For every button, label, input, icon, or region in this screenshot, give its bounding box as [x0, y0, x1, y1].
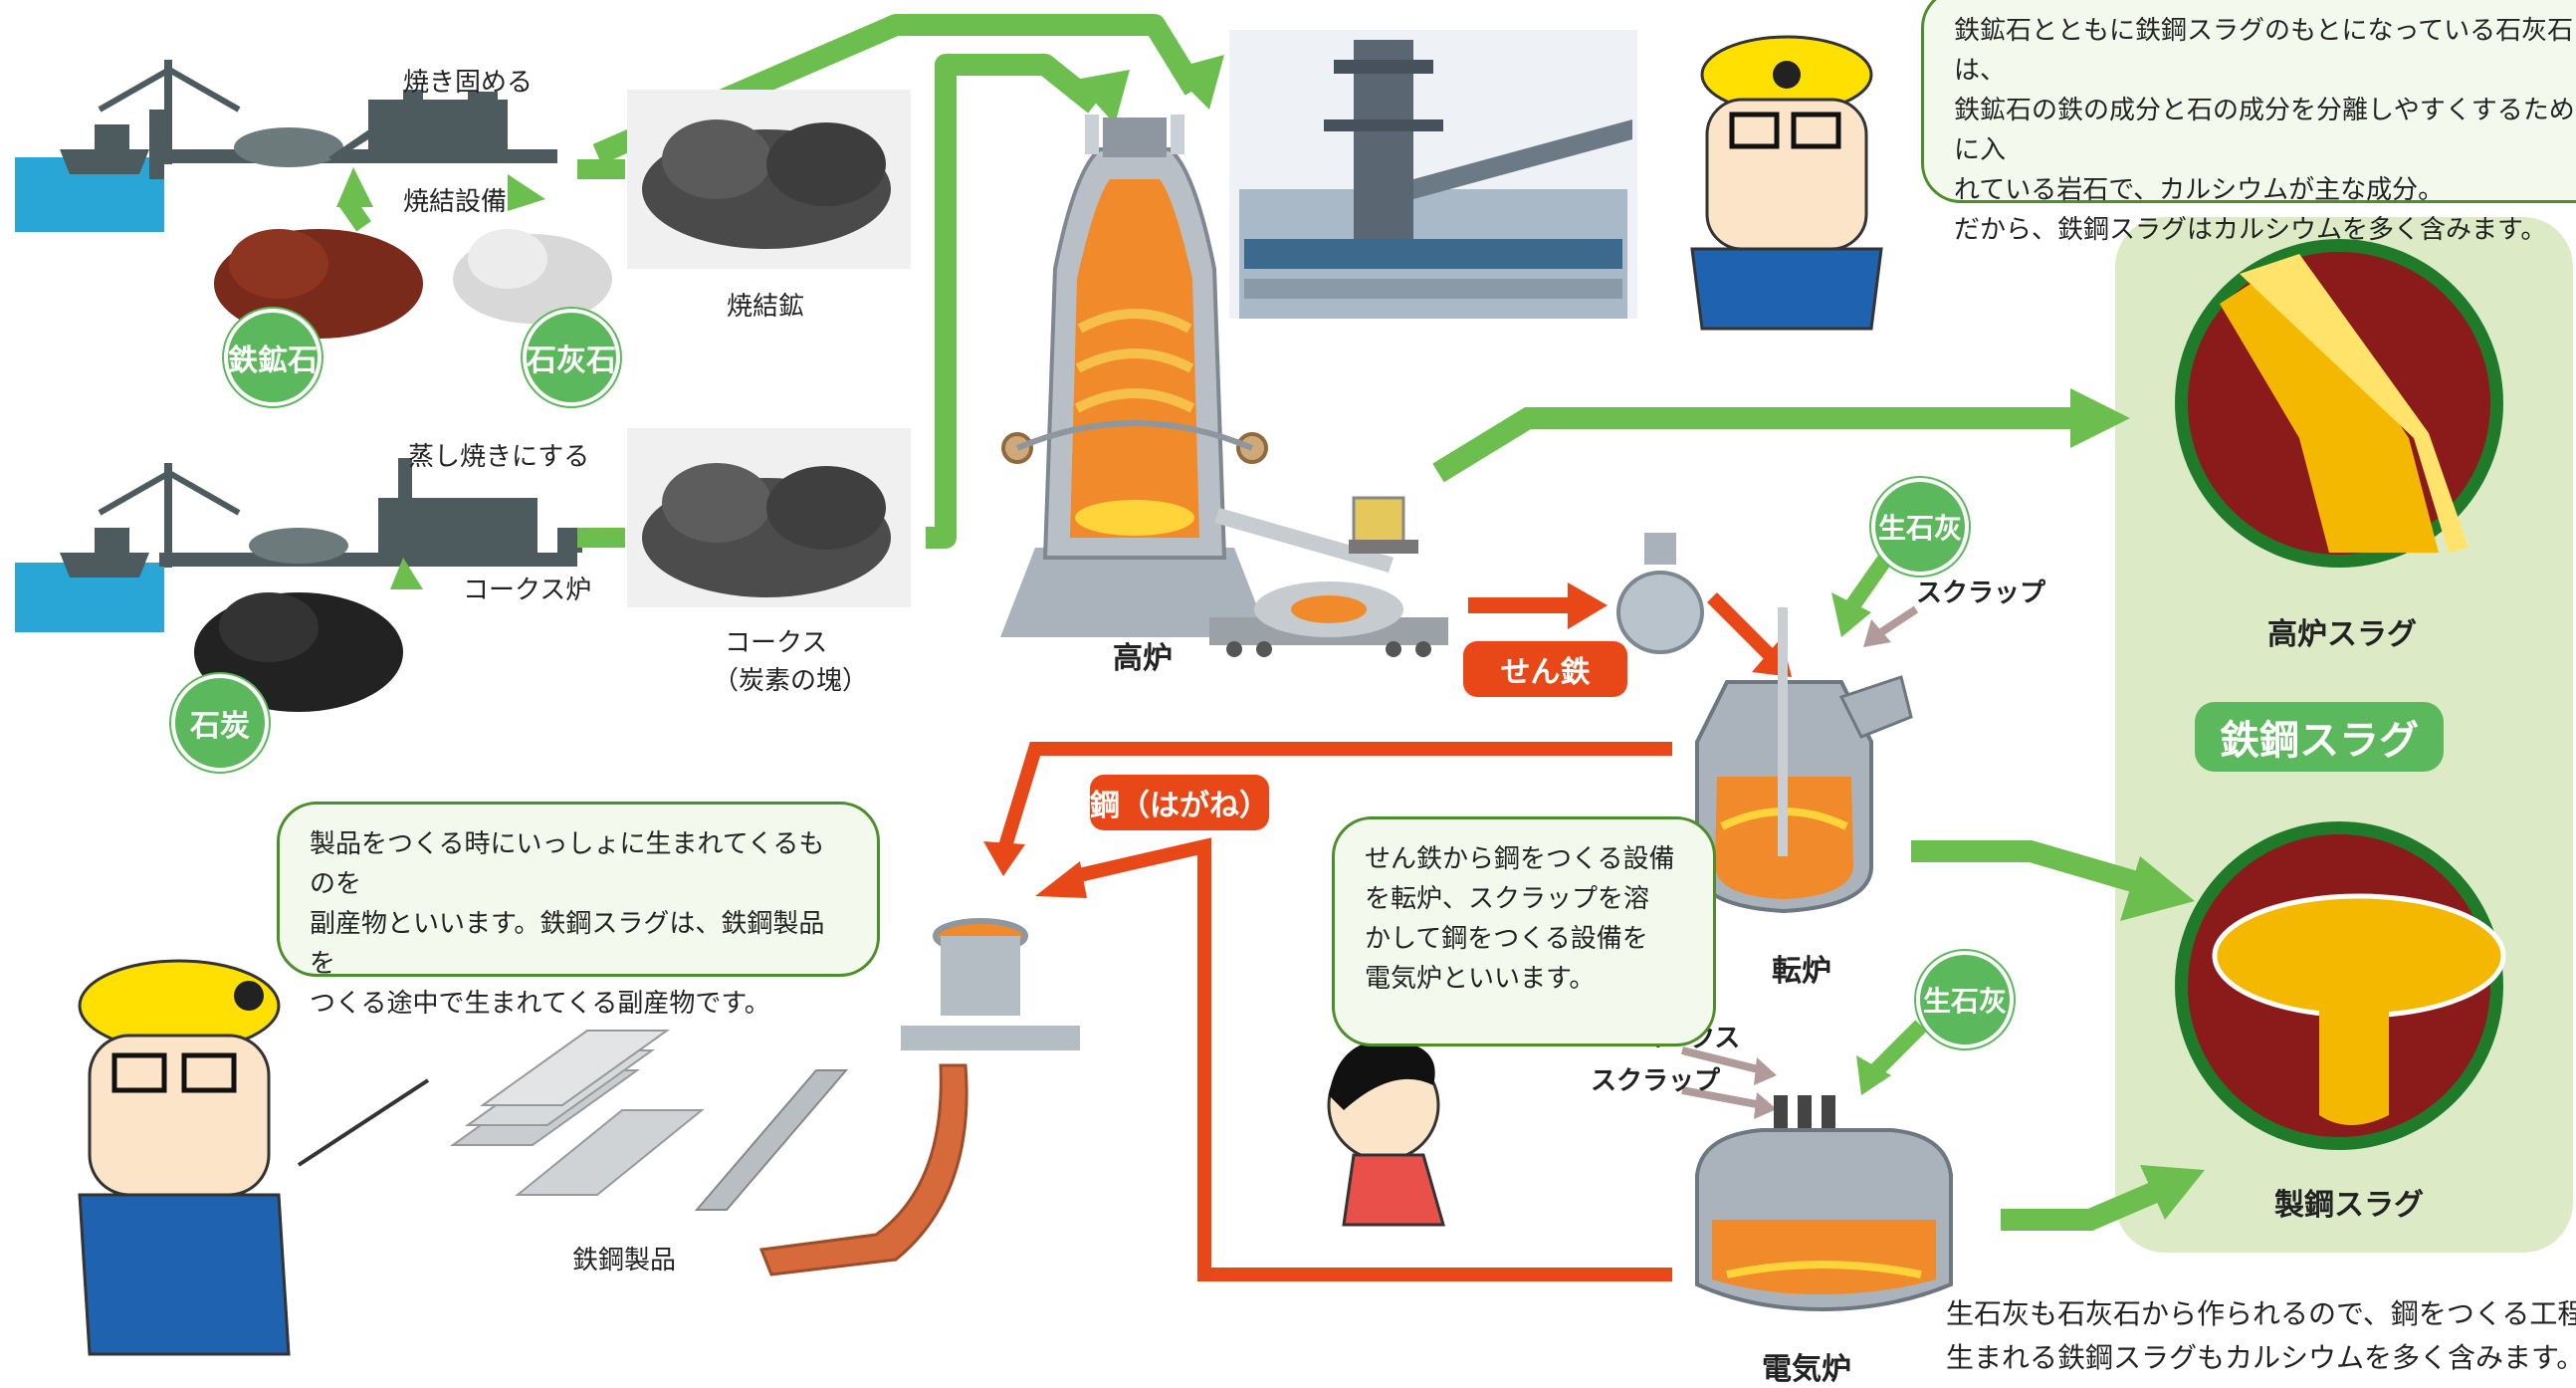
quicklime-badge-2: 生石灰 — [1916, 951, 2014, 1048]
top-bubble-line: れている岩石で、カルシウムが主な成分。 — [1954, 175, 2445, 205]
steel-making-slag-label: 製鋼スラグ — [2274, 1188, 2424, 1223]
electric-furnace-drawing — [1695, 1095, 1953, 1312]
sinter-facility-label: 焼結設備 — [403, 187, 508, 217]
mid-speech-bubble: せん鉄から鋼をつくる設備 を転炉、スクラップを溶 かして鋼をつくる設備を 電気炉… — [1332, 816, 1716, 1046]
top-bubble-line: 鉄鉱石とともに鉄鋼スラグのもとになっている石灰石は、 — [1954, 16, 2574, 86]
left-bubble-line: つくる途中で生まれてくる副産物です。 — [310, 989, 770, 1019]
mid-bubble-line: せん鉄から鋼をつくる設備 — [1365, 844, 1675, 874]
iron-ore-badge: 鉄鉱石 — [224, 309, 322, 406]
scrap-label-2: スクラップ — [1591, 1066, 1721, 1096]
continuous-caster-drawing — [758, 918, 1080, 1276]
converter-drawing — [1616, 533, 1913, 914]
pig-iron-tag: せん鉄 — [1463, 641, 1627, 697]
sintering-plant — [15, 60, 557, 232]
coke-plant — [15, 458, 582, 632]
limestone-photo — [453, 229, 612, 324]
steel-slag-title: 鉄鋼スラグ — [2195, 702, 2444, 772]
steel-products-drawing — [449, 1030, 849, 1211]
steel-products-label: 鉄鋼製品 — [572, 1246, 677, 1275]
coke-oven-label: コークス炉 — [463, 576, 592, 605]
left-bubble-line: 製品をつくる時にいっしょに生まれてくるものを — [310, 829, 825, 899]
coke-product-note: （炭素の塊） — [713, 666, 869, 696]
steelworks-photo — [1229, 30, 1637, 319]
bottom-note: 生石灰も石灰石から作られるので、鋼をつくる工程で 生まれる鉄鋼スラグもカルシウム… — [1946, 1292, 2576, 1380]
blast-slag-label: 高炉スラグ — [2267, 617, 2417, 652]
bottom-note-line: 生まれる鉄鋼スラグもカルシウムを多く含みます。 — [1946, 1341, 2576, 1374]
mid-bubble-line: 電気炉といいます。 — [1365, 964, 1596, 994]
coke-product-label: コークス — [725, 628, 828, 658]
left-bubble-line: 副産物といいます。鉄鋼スラグは、鉄鋼製品を — [310, 909, 825, 979]
mid-bubble-line: かして鋼をつくる設備を — [1365, 924, 1648, 954]
coke-process-label: 蒸し焼きにする — [408, 442, 590, 472]
blast-furnace-label: 高炉 — [1113, 641, 1173, 676]
electric-furnace-label: 電気炉 — [1762, 1352, 1851, 1387]
top-speech-bubble: 鉄鉱石とともに鉄鋼スラグのもとになっている石灰石は、 鉄鉱石の鉄の成分と石の成分… — [1921, 0, 2576, 245]
worker-bottom-left — [78, 959, 430, 1356]
top-bubble-line: 鉄鉱石の鉄の成分と石の成分を分離しやすくするために入 — [1954, 96, 2575, 165]
top-bubble-line: だから、鉄鋼スラグはカルシウムを多く含みます。 — [1954, 215, 2547, 245]
left-speech-bubble: 製品をつくる時にいっしょに生まれてくるものを 副産物といいます。鉄鋼スラグは、鉄… — [277, 802, 880, 1019]
blast-furnace-drawing — [1000, 115, 1448, 657]
coke-photo — [627, 428, 911, 607]
worker-top-right — [1690, 35, 1883, 331]
bottom-note-line: 生石灰も石灰石から作られるので、鋼をつくる工程で — [1946, 1297, 2576, 1330]
girl-character — [1327, 1040, 1445, 1227]
converter-label: 転炉 — [1772, 954, 1831, 989]
steel-tag: 鋼（はがね） — [1090, 775, 1269, 830]
coal-badge: 石炭 — [171, 674, 269, 772]
sinter-photo — [627, 90, 911, 269]
steel-slag-image — [2175, 821, 2506, 1150]
mid-bubble-line: を転炉、スクラップを溶 — [1365, 884, 1650, 914]
sinter-product-label: 焼結鉱 — [727, 292, 805, 322]
blast-slag-image — [2175, 239, 2503, 568]
sinter-process-label: 焼き固める — [403, 68, 534, 98]
quicklime-badge-1: 生石灰 — [1871, 478, 1969, 576]
limestone-badge: 石灰石 — [523, 309, 620, 406]
scrap-label-1: スクラップ — [1916, 578, 2046, 608]
